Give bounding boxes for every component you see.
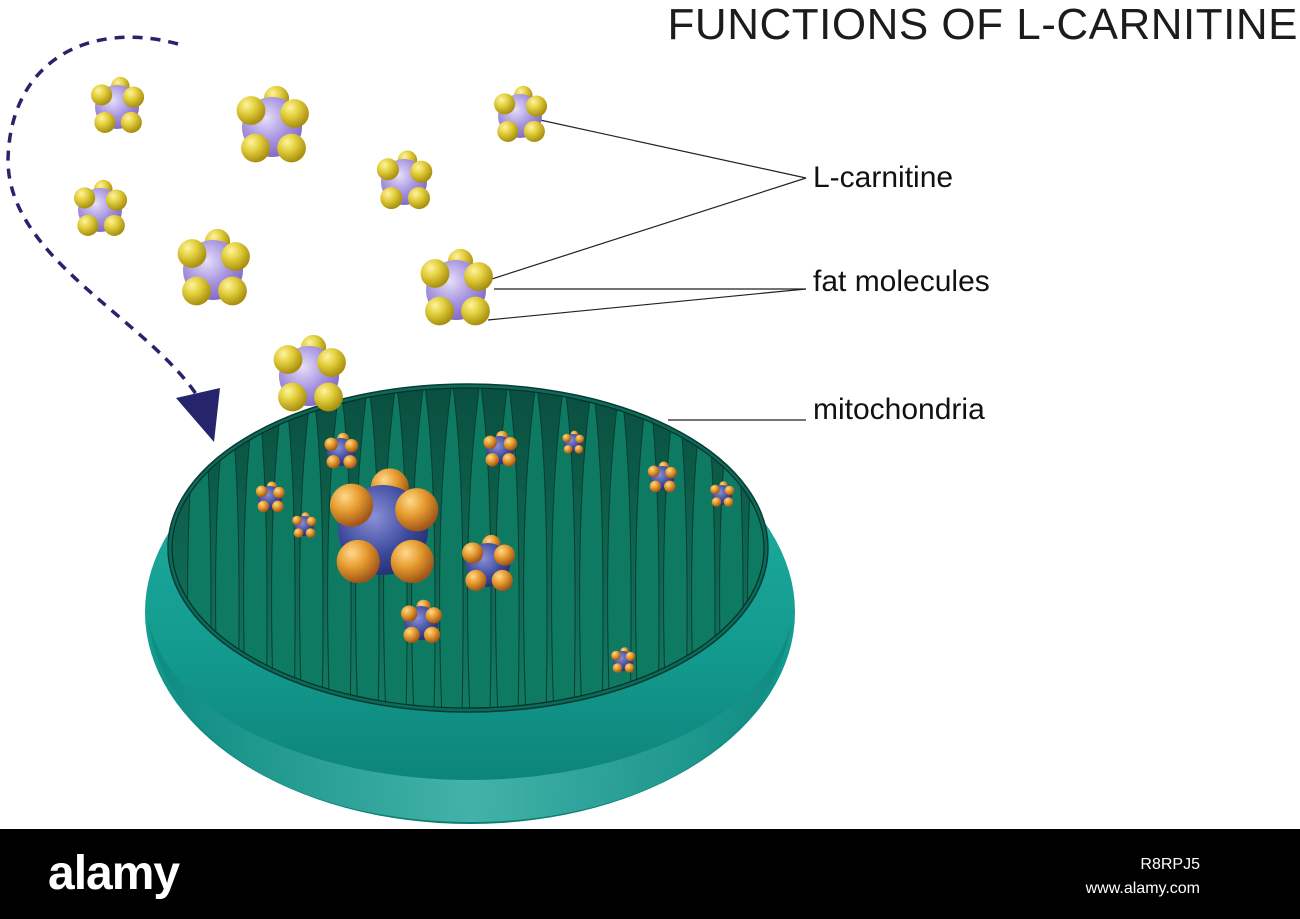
leader-lines (469, 119, 807, 421)
molecules-layer (74, 76, 735, 673)
fat-molecule (483, 430, 518, 467)
l-carnitine-molecule (494, 85, 548, 142)
diagram-title: FUNCTIONS OF L-CARNITINE (667, 0, 1298, 49)
fat-molecule (562, 430, 585, 454)
fat-molecule (400, 599, 442, 644)
l-carnitine-molecule (420, 248, 493, 326)
fat-molecule (324, 432, 359, 469)
label-l-carnitine: L-carnitine (813, 161, 954, 194)
fat-molecule (255, 481, 285, 513)
fat-molecule (611, 647, 636, 673)
watermark-brand: alamy (48, 847, 180, 900)
l-carnitine-molecule (177, 228, 250, 306)
l-carnitine-molecule (74, 179, 128, 236)
label-fat-molecules: fat molecules (813, 265, 990, 298)
fat-molecule (462, 534, 516, 591)
label-mitochondria: mitochondria (813, 393, 985, 426)
l-carnitine-molecule (236, 85, 309, 163)
mitochondrion (145, 383, 795, 824)
arrow-head-icon (176, 388, 220, 442)
watermark-image-id: R8RPJ5 (1140, 856, 1200, 873)
l-carnitine-molecule (376, 150, 433, 210)
fat-molecule (329, 468, 439, 584)
arrow-path (6, 35, 202, 401)
fat-molecule (647, 461, 677, 493)
fat-molecule (710, 481, 735, 507)
watermark-site: www.alamy.com (1085, 880, 1200, 897)
l-carnitine-molecule (91, 76, 145, 133)
fat-molecule (292, 512, 317, 538)
l-carnitine-molecule (273, 334, 346, 412)
watermark-bar: alamy R8RPJ5 www.alamy.com (0, 829, 1300, 919)
diagram-canvas (6, 35, 807, 824)
